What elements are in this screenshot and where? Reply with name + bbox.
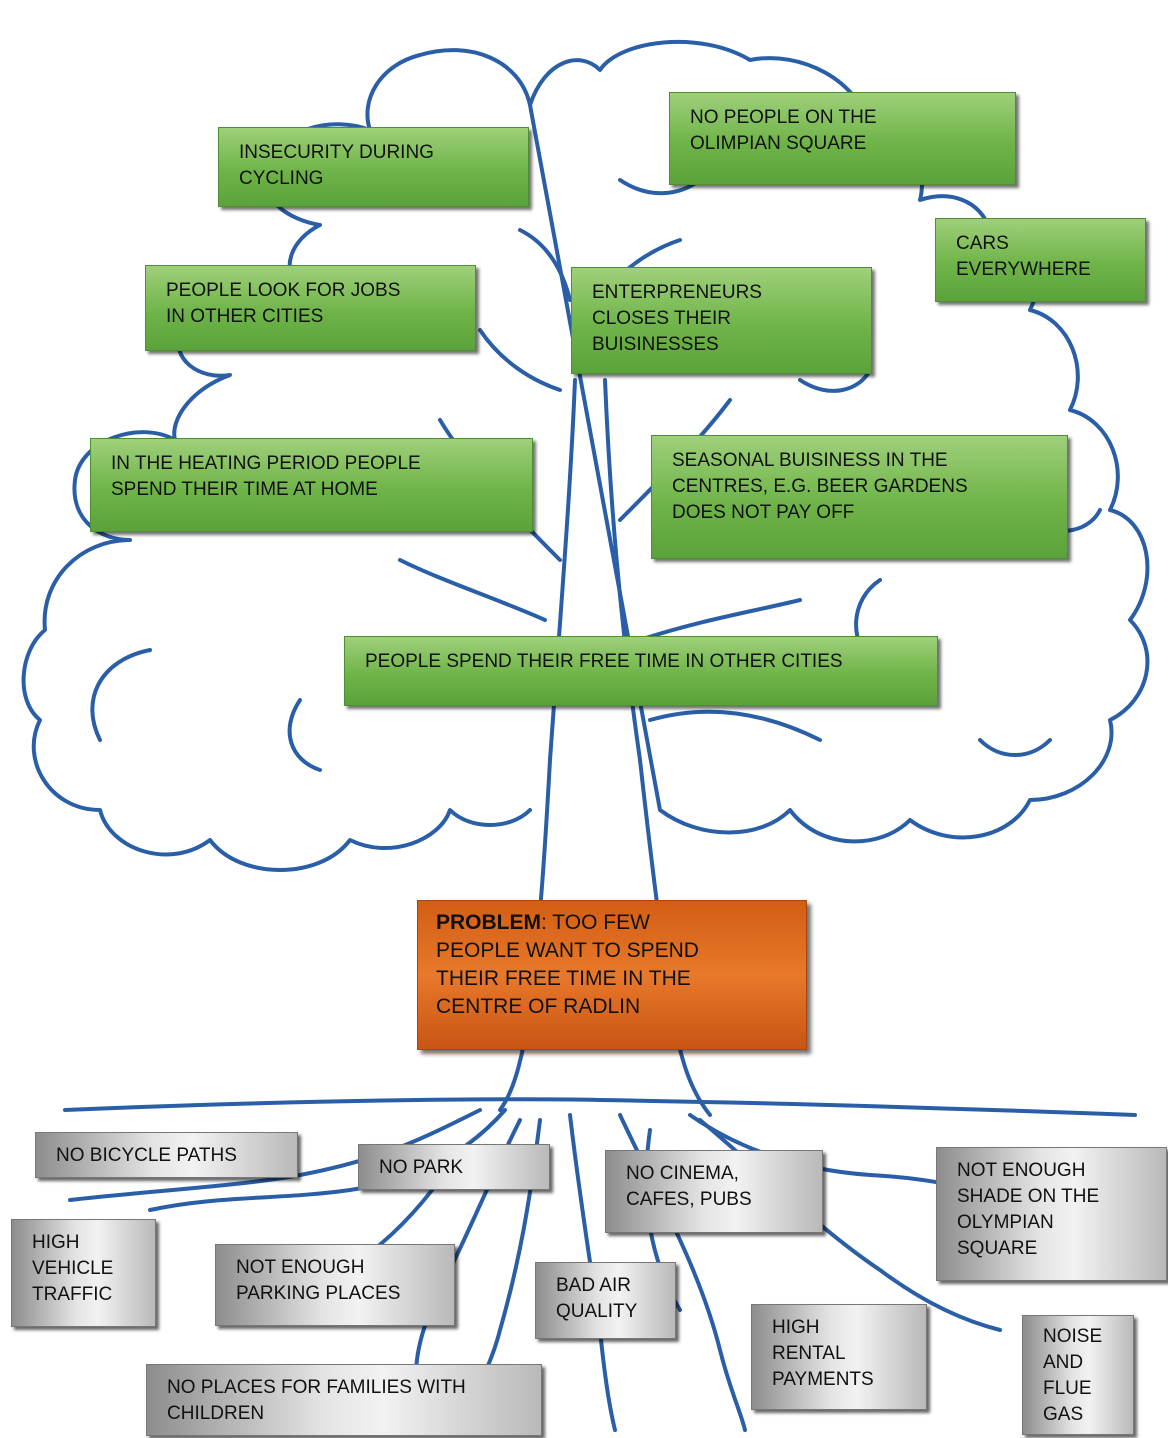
problem-separator: : bbox=[541, 911, 553, 934]
effect-box-jobs: PEOPLE LOOK FOR JOBS IN OTHER CITIES bbox=[145, 265, 476, 351]
effect-box-seasonal: SEASONAL BUISINESS IN THE CENTRES, E.G. … bbox=[651, 435, 1068, 559]
cause-box-bicycle-paths: NO BICYCLE PATHS bbox=[35, 1132, 298, 1178]
cause-box-families: NO PLACES FOR FAMILIES WITH CHILDREN bbox=[146, 1364, 542, 1436]
cause-box-rental: HIGH RENTAL PAYMENTS bbox=[751, 1304, 927, 1410]
trunk-right bbox=[603, 378, 712, 1117]
effect-box-insecurity: INSECURITY DURING CYCLING bbox=[218, 127, 529, 207]
cause-box-cinema: NO CINEMA, CAFES, PUBS bbox=[605, 1150, 823, 1233]
cause-box-shade: NOT ENOUGH SHADE ON THE OLYMPIAN SQUARE bbox=[936, 1147, 1167, 1281]
problem-label: PROBLEM bbox=[436, 911, 541, 934]
problem-box: PROBLEM: TOO FEW PEOPLE WANT TO SPEND TH… bbox=[417, 900, 807, 1050]
ground-line bbox=[63, 1097, 1137, 1117]
cause-box-parking: NOT ENOUGH PARKING PLACES bbox=[215, 1244, 455, 1326]
effect-box-heating: IN THE HEATING PERIOD PEOPLE SPEND THEIR… bbox=[90, 438, 533, 532]
effect-box-cars: CARS EVERYWHERE bbox=[935, 218, 1146, 302]
cause-box-park: NO PARK bbox=[358, 1144, 550, 1190]
cause-box-air: BAD AIR QUALITY bbox=[535, 1262, 676, 1339]
problem-text: TOO FEW PEOPLE WANT TO SPEND THEIR FREE … bbox=[436, 911, 699, 1018]
effect-box-entrepreneurs: ENTERPRENEURS CLOSES THEIR BUISINESSES bbox=[571, 267, 872, 374]
effect-box-no-people-square: NO PEOPLE ON THE OLIMPIAN SQUARE bbox=[669, 92, 1016, 185]
cause-box-traffic: HIGH VEHICLE TRAFFIC bbox=[11, 1219, 156, 1327]
effect-box-free-time: PEOPLE SPEND THEIR FREE TIME IN OTHER CI… bbox=[344, 636, 938, 706]
cause-box-noise: NOISE AND FLUE GAS bbox=[1022, 1315, 1134, 1435]
